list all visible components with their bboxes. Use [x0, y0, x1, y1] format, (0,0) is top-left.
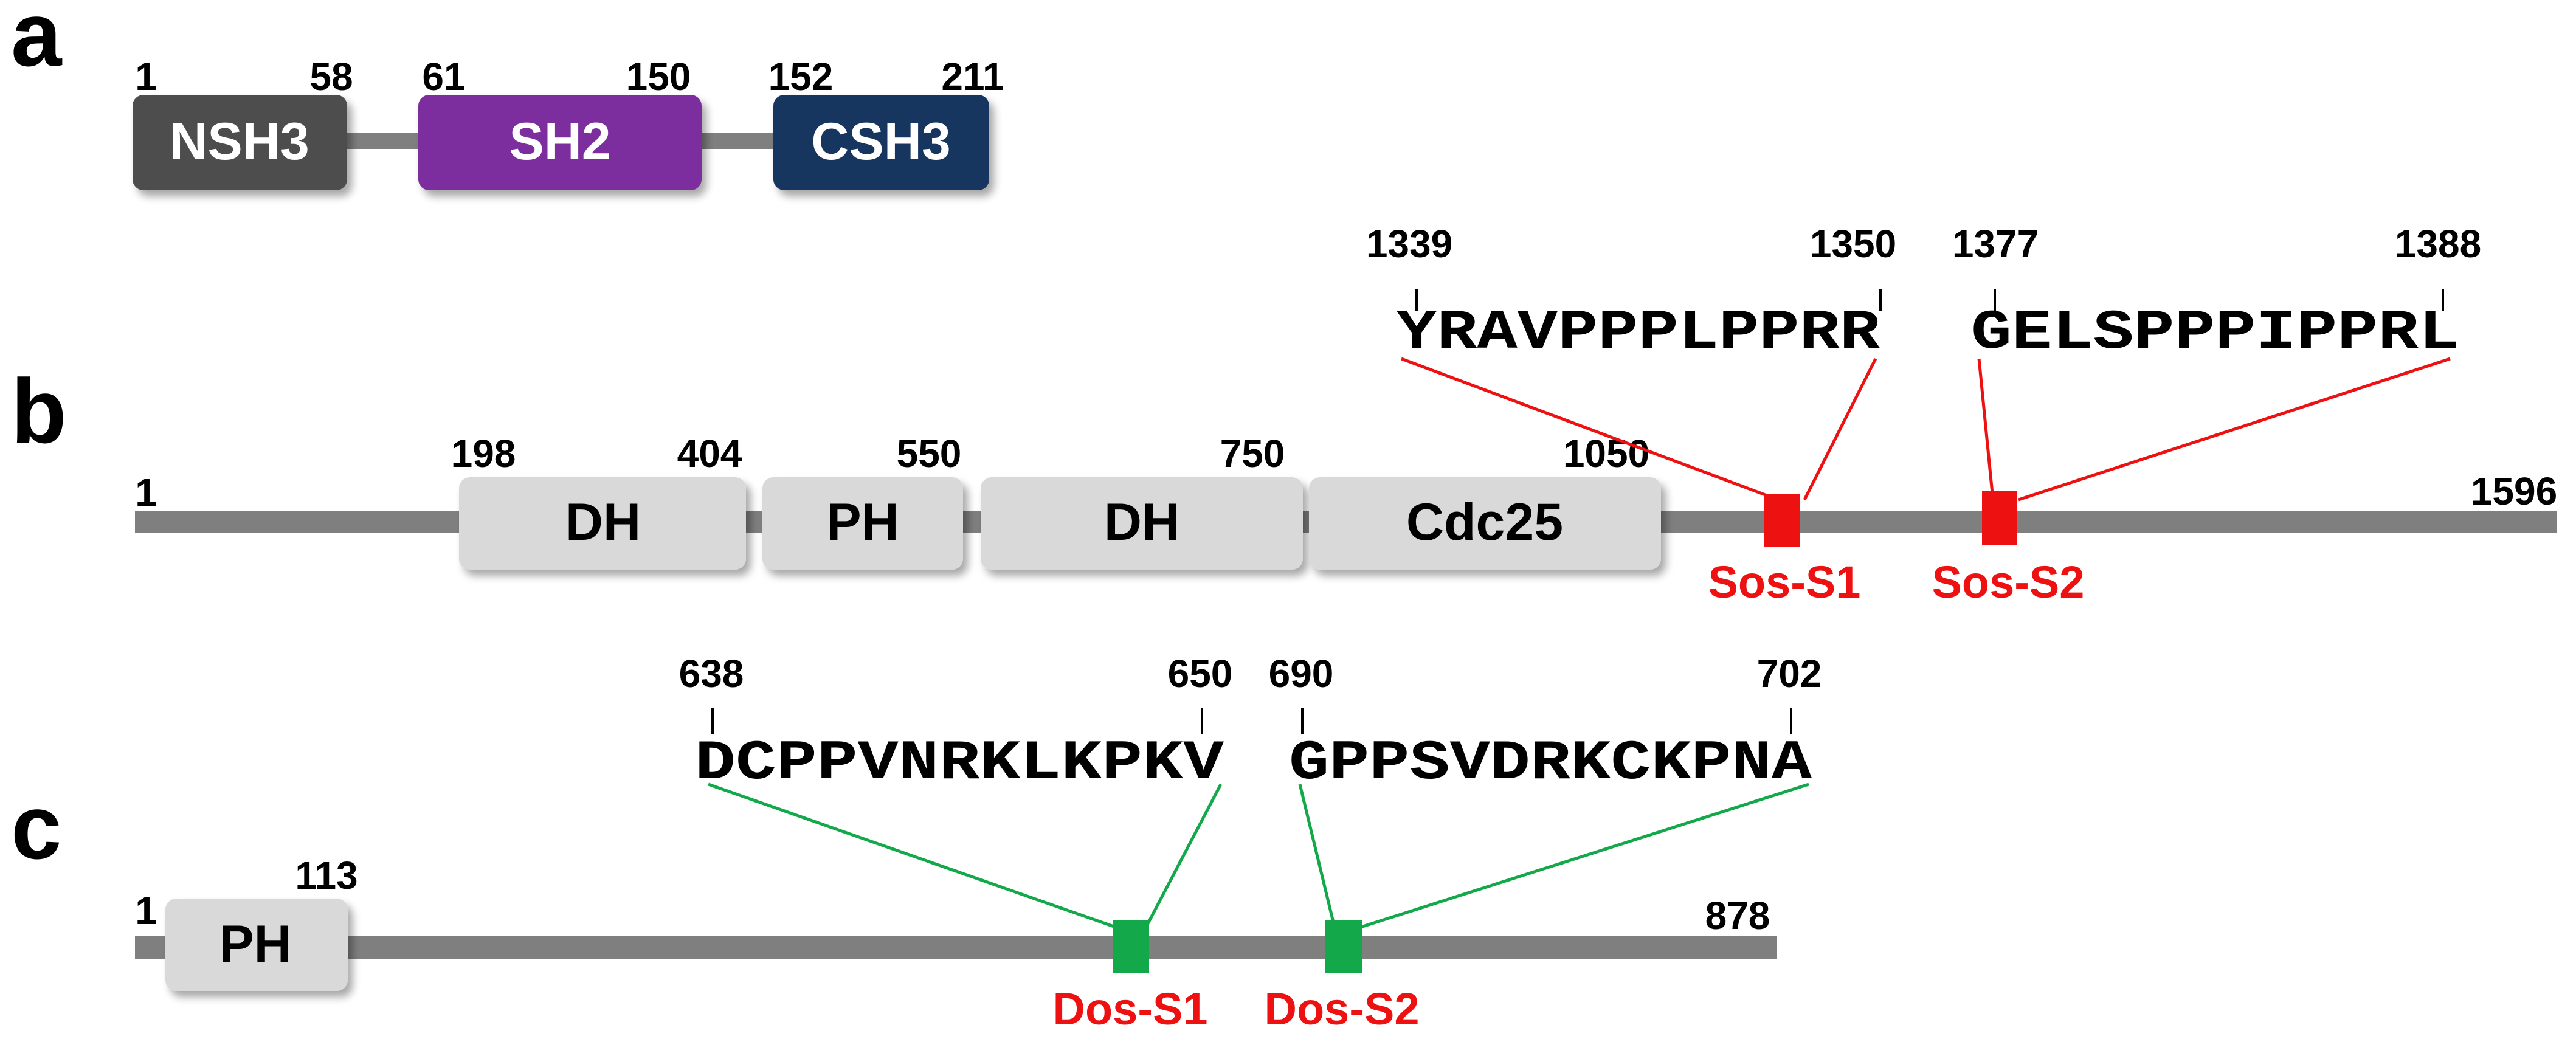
- sos-s1-label: Sos-S1: [1708, 557, 1861, 607]
- nsh3-label: NSH3: [170, 112, 309, 171]
- nsh3-domain: [133, 95, 347, 190]
- sos-s2-start-number: 1377: [1952, 222, 2039, 266]
- sos-s1-right-connector: [1803, 357, 1877, 501]
- dos-s2-sequence: GPPSVDRKCKPNA: [1289, 731, 1812, 795]
- nsh3-start-number: 1: [135, 55, 157, 98]
- dos-s1-right-connector: [1144, 783, 1223, 928]
- sos-s1-sequence: YRAVPPPLPPRR: [1397, 301, 1880, 365]
- dos-s1-sequence: DCPPVNRKLKPKV: [695, 731, 1224, 795]
- sos-s2-site-marker: [1982, 491, 2017, 545]
- dos-end-number: 878: [1705, 894, 1770, 937]
- boundary-1050: 1050: [1563, 432, 1649, 475]
- cdc25-label: Cdc25: [1406, 493, 1563, 551]
- boundary-198: 198: [451, 432, 516, 475]
- sos-s1-site-marker: [1764, 494, 1800, 547]
- csh3-end-number: 211: [941, 55, 1004, 98]
- csh3-label: CSH3: [811, 112, 950, 171]
- sos-s1-start-number: 1339: [1366, 222, 1452, 266]
- sos-end-number: 1596: [2471, 469, 2557, 513]
- panel-letter-a: a: [11, 0, 63, 85]
- sos-s1-left-connector: [1401, 357, 1779, 502]
- panel-letter-c: c: [11, 776, 61, 878]
- sh2-end-number: 150: [626, 55, 691, 98]
- panel-a: a NSH3 SH2 CSH3 1 58 61 150 152 211: [11, 0, 1004, 190]
- dos-s2-site-marker: [1325, 920, 1362, 973]
- dh-domain-2: [981, 477, 1303, 570]
- dh-domain-1: [459, 477, 746, 570]
- sos-s2-label: Sos-S2: [1932, 557, 2085, 607]
- ph-end-number: 113: [295, 854, 357, 897]
- sos-start-number: 1: [135, 471, 157, 514]
- panel-letter-b: b: [11, 360, 67, 462]
- csh3-start-number: 152: [768, 55, 834, 98]
- dos-s2-start-number: 690: [1269, 652, 1334, 696]
- nsh3-end-number: 58: [309, 55, 353, 98]
- csh3-domain: [773, 95, 989, 190]
- ph-domain-c: [165, 899, 348, 991]
- dos-s2-end-number: 702: [1757, 652, 1822, 696]
- sos-s2-sequence: GELSPPPIPPRL: [1971, 301, 2459, 365]
- boundary-750: 750: [1220, 432, 1285, 475]
- sh2-label: SH2: [509, 112, 610, 171]
- sh2-start-number: 61: [422, 55, 465, 98]
- dos-s1-label: Dos-S1: [1053, 984, 1208, 1034]
- dh-label-2: DH: [1104, 493, 1179, 551]
- sh2-domain: [418, 95, 702, 190]
- cdc25-domain: [1309, 477, 1661, 570]
- ph-label-b: PH: [826, 493, 899, 551]
- boundary-550: 550: [897, 432, 962, 475]
- ph-domain-b: [762, 477, 963, 570]
- dos-s1-start-number: 638: [679, 652, 744, 696]
- dos-start-number: 1: [135, 889, 157, 933]
- dh-label-1: DH: [565, 493, 641, 551]
- sos-s2-left-connector: [1977, 358, 1995, 500]
- dos-s1-site-marker: [1113, 920, 1149, 973]
- dos-s1-end-number: 650: [1168, 652, 1233, 696]
- panel-c-backbone: [135, 936, 1777, 959]
- sos-s2-end-number: 1388: [2395, 222, 2481, 266]
- ph-label-c: PH: [219, 915, 291, 973]
- dos-s2-label: Dos-S2: [1265, 984, 1420, 1034]
- sos-s2-right-connector: [2018, 357, 2451, 502]
- panel-c: c PH 1 113 878 638 650 DCPPVNRKLKPKV Dos…: [11, 652, 1822, 1034]
- dos-s2-right-connector: [1360, 782, 1809, 929]
- sos-s1-end-number: 1350: [1810, 222, 1896, 266]
- panel-b: b DH PH DH Cdc25 1 198 404 550 750 1050 …: [11, 222, 2557, 607]
- dos-s2-left-connector: [1298, 784, 1336, 928]
- boundary-404: 404: [677, 432, 742, 475]
- dos-s1-left-connector: [708, 782, 1116, 929]
